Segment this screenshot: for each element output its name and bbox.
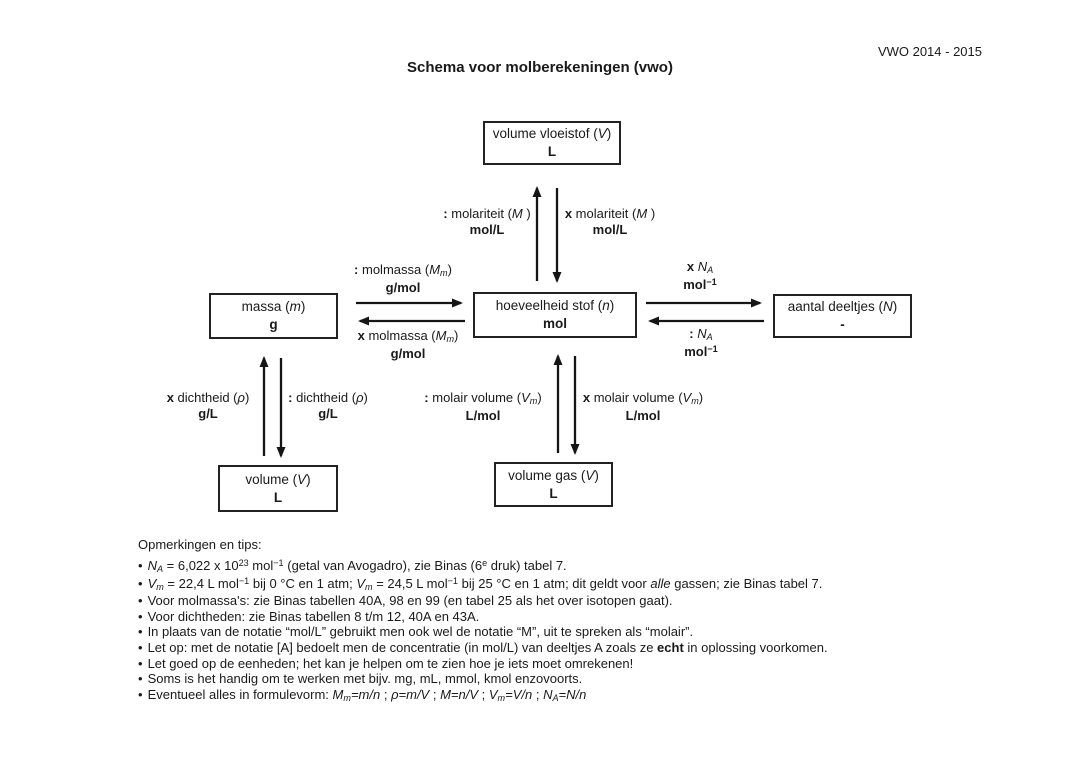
edge-unit: g/L bbox=[318, 406, 338, 421]
note-text: NA = 6,022 x 1023 mol−1 (getal van Avoga… bbox=[147, 557, 567, 575]
edge-label-divide-dichtheid: : dichtheid (ρ) g/L bbox=[288, 390, 368, 421]
node-unit: L bbox=[273, 489, 283, 505]
node-title: volume (V) bbox=[245, 471, 311, 487]
node-aantal-deeltjes: aantal deeltjes (N) - bbox=[773, 294, 912, 338]
bullet-marker: • bbox=[138, 608, 143, 624]
edge-label-divide-molariteit: : molariteit (M ) mol/L bbox=[443, 206, 530, 237]
note-item: •Voor dichtheden: zie Binas tabellen 8 t… bbox=[138, 609, 828, 625]
edge-operation: x molariteit (M ) bbox=[564, 206, 656, 221]
node-unit: - bbox=[840, 317, 845, 332]
notes-heading: Opmerkingen en tips: bbox=[138, 537, 262, 552]
edge-label-multiply-molmassa: x molmassa (Mm) g/mol bbox=[358, 328, 459, 361]
edge-label-divide-molair-volume: : molair volume (Vm) L/mol bbox=[424, 390, 541, 423]
note-item: •Let op: met de notatie [A] bedoelt men … bbox=[138, 640, 828, 656]
note-item: •Vm = 22,4 L mol−1 bij 0 °C en 1 atm; Vm… bbox=[138, 576, 828, 594]
edge-label-multiply-dichtheid: x dichtheid (ρ) g/L bbox=[167, 390, 250, 421]
bullet-marker: • bbox=[138, 558, 143, 573]
edge-label-multiply-molair-volume: x molair volume (Vm) L/mol bbox=[583, 390, 703, 423]
edge-operation: : molmassa (Mm) bbox=[354, 262, 452, 279]
note-item: •Voor molmassa's: zie Binas tabellen 40A… bbox=[138, 593, 828, 609]
edge-unit: g/L bbox=[198, 406, 218, 421]
edge-operation: x molair volume (Vm) bbox=[582, 390, 704, 407]
edge-unit: g/mol bbox=[390, 346, 426, 361]
bullet-marker: • bbox=[138, 655, 143, 671]
edge-operation: : molair volume (Vm) bbox=[424, 390, 542, 407]
note-item: • NA = 6,022 x 1023 mol−1 (getal van Avog… bbox=[138, 558, 828, 576]
note-item: •Soms is het handig om te werken met bij… bbox=[138, 671, 828, 687]
edge-operation: : NA bbox=[689, 326, 713, 343]
note-item: •Eventueel alles in formulevorm: Mm=m/n … bbox=[138, 687, 828, 705]
edge-unit: mol−1 bbox=[683, 276, 717, 292]
bullet-marker: • bbox=[138, 686, 143, 702]
node-unit: mol bbox=[542, 316, 567, 331]
note-item: •In plaats van de notatie “mol/L” gebrui… bbox=[138, 624, 828, 640]
note-text: Eventueel alles in formulevorm: Mm=m/n ;… bbox=[147, 686, 587, 704]
edge-unit: mol−1 bbox=[684, 343, 718, 359]
node-volume: volume (V) L bbox=[218, 465, 338, 512]
note-text: In plaats van de notatie “mol/L” gebruik… bbox=[147, 624, 694, 640]
note-item: •Let goed op de eenheden; het kan je hel… bbox=[138, 656, 828, 672]
edge-unit: g/mol bbox=[385, 280, 421, 295]
note-text: Let goed op de eenheden; het kan je help… bbox=[147, 655, 634, 671]
edge-operation: x NA bbox=[686, 259, 714, 276]
edge-unit: mol/L bbox=[592, 222, 628, 237]
node-title: massa (m) bbox=[241, 299, 306, 315]
note-text: Let op: met de notatie [A] bedoelt men d… bbox=[147, 639, 828, 655]
edge-operation: : molariteit (M ) bbox=[443, 206, 531, 221]
edge-label-divide-molmassa: : molmassa (Mm) g/mol bbox=[354, 262, 452, 295]
edge-unit: L/mol bbox=[465, 408, 501, 423]
node-massa: massa (m) g bbox=[209, 293, 338, 339]
node-title: hoeveelheid stof (n) bbox=[495, 298, 615, 314]
note-text: Soms is het handig om te werken met bijv… bbox=[147, 671, 583, 687]
node-title: volume vloeistof (V) bbox=[492, 126, 612, 142]
edge-unit: L/mol bbox=[625, 408, 661, 423]
bullet-marker: • bbox=[138, 575, 143, 591]
note-text: Vm = 22,4 L mol−1 bij 0 °C en 1 atm; Vm … bbox=[147, 575, 823, 592]
bullet-marker: • bbox=[138, 639, 143, 655]
edge-label-multiply-molariteit: x molariteit (M ) mol/L bbox=[565, 206, 655, 237]
node-volume-gas: volume gas (V) L bbox=[494, 462, 613, 507]
note-text: Voor dichtheden: zie Binas tabellen 8 t/… bbox=[147, 608, 480, 624]
node-title: volume gas (V) bbox=[508, 467, 599, 483]
page-title: Schema voor molberekeningen (vwo) bbox=[407, 59, 673, 76]
edge-operation: : dichtheid (ρ) bbox=[288, 390, 368, 405]
edge-label-divide-na: : NA mol−1 bbox=[684, 326, 718, 361]
bullet-marker: • bbox=[138, 593, 143, 609]
node-unit: g bbox=[269, 317, 278, 332]
edge-operation: x dichtheid (ρ) bbox=[166, 390, 250, 405]
edge-unit: mol/L bbox=[469, 222, 505, 237]
edge-label-multiply-na: x NA mol−1 bbox=[683, 259, 717, 294]
node-unit: L bbox=[549, 485, 558, 501]
bullet-marker: • bbox=[138, 624, 143, 640]
bullet-marker: • bbox=[138, 671, 143, 687]
notes-section: Opmerkingen en tips: •NA = 6,022 x 1023 … bbox=[138, 537, 828, 704]
node-unit: L bbox=[547, 144, 557, 159]
node-hoeveelheid-stof: hoeveelheid stof (n) mol bbox=[473, 292, 637, 338]
edge-operation: x molmassa (Mm) bbox=[357, 328, 459, 345]
node-volume-vloeistof: volume vloeistof (V) L bbox=[483, 121, 621, 165]
document-code: VWO 2014 - 2015 bbox=[877, 44, 982, 59]
node-title: aantal deeltjes (N) bbox=[787, 299, 898, 315]
note-text: Voor molmassa's: zie Binas tabellen 40A,… bbox=[147, 593, 673, 609]
